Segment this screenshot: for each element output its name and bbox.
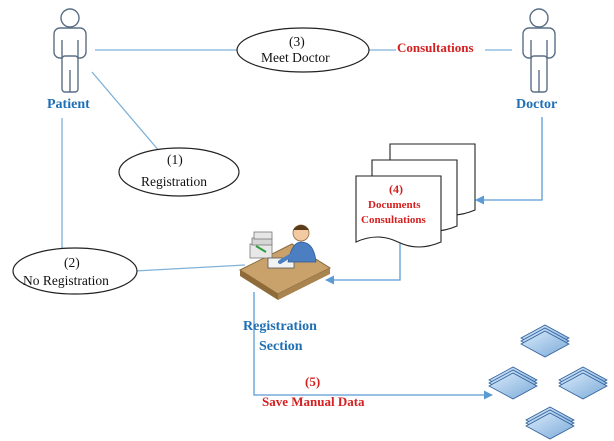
use-case-meet-doctor xyxy=(236,27,370,73)
arrows xyxy=(253,117,543,400)
storage-stack-icon xyxy=(488,324,608,440)
save-step-label: Save Manual Data xyxy=(262,394,365,409)
meet-doctor-label: Meet Doctor xyxy=(261,50,330,65)
registration-label: Registration xyxy=(141,174,207,189)
use-case-registration xyxy=(118,147,240,197)
registration-section-line1: Registration xyxy=(243,319,317,334)
edge-patient-registration xyxy=(91,71,161,153)
documents-stack-icon xyxy=(355,143,476,248)
no-registration-label: No Registration xyxy=(23,273,109,288)
doctor-label: Doctor xyxy=(516,97,558,112)
arrow-documents-to-section xyxy=(325,234,401,285)
doctor-actor-icon xyxy=(522,8,556,93)
registration-section-line2: Section xyxy=(259,339,303,354)
use-case-no-registration xyxy=(12,247,138,295)
meet-doctor-number: (3) xyxy=(289,34,305,49)
patient-label: Patient xyxy=(47,97,90,112)
connectors xyxy=(61,49,512,272)
arrow-doctor-to-documents xyxy=(475,117,543,205)
patient-actor-icon xyxy=(53,8,87,93)
arrow-section-to-storage xyxy=(253,292,493,400)
registration-clerk-icon xyxy=(238,224,332,300)
documents-line1: Documents xyxy=(368,199,421,211)
documents-line2: Consultations xyxy=(361,214,426,226)
edge-no-registration-section xyxy=(134,264,246,272)
registration-number: (1) xyxy=(167,152,183,167)
consultations-edge-label: Consultations xyxy=(397,40,474,55)
save-step-number: (5) xyxy=(305,374,321,389)
documents-number: (4) xyxy=(389,182,403,196)
no-registration-number: (2) xyxy=(64,255,80,270)
